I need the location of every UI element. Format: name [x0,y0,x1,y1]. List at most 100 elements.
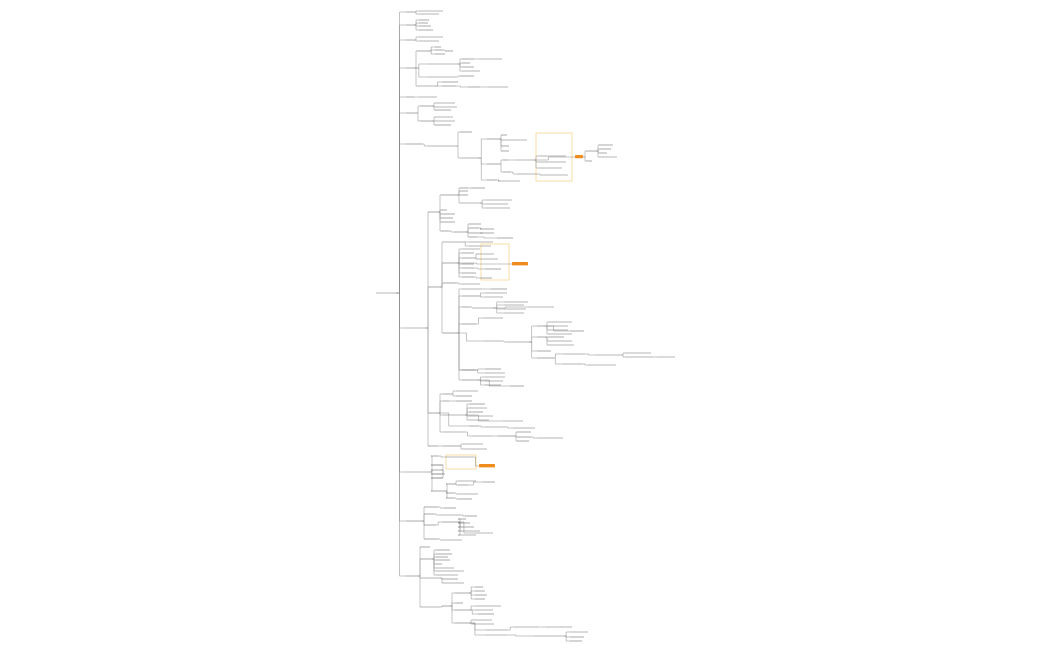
connector-a11c1 [418,547,421,577]
connector-a2c4 [414,24,419,31]
connector-a8c3d [438,412,469,427]
connector-a8c2d7 [457,332,462,371]
connector-a8c1b [438,209,441,213]
connector-a8c1a2 [457,190,460,196]
connector-a5 [396,96,406,294]
connector-a8c2d6b1 [545,321,548,327]
connector-a11c4a3a [469,605,475,611]
connector-a10c3a5 [458,521,461,536]
connector-a8c2d2a [478,292,485,297]
connector-a8c1 [426,212,429,329]
connector-a8c2d6b [529,325,537,343]
tag-background [479,464,495,468]
connector-a7t [534,156,575,161]
highlight-tag-3[interactable] [479,464,495,468]
connector-a8c3 [426,327,429,413]
connector-a8c2b [440,262,443,288]
connector-a8c2a2 [463,241,469,247]
tag-background [575,155,583,159]
connector-a8c2d6e2 [551,357,563,365]
connector-a6c1c [432,105,435,111]
connector-a8c3a2 [451,393,456,397]
connector-a11c4a [440,606,443,608]
connector-a7c1 [422,143,428,147]
connector-a4c3 [414,67,428,78]
connector-a11c4a4j [564,635,570,642]
connector-a7c1b2b1a [538,173,541,175]
connector-a4c1a [429,46,435,52]
connector-a8c3b [438,400,443,414]
connector-a9c3 [430,471,433,492]
connector-a10c4a [438,538,442,541]
connector-a8c2d3a2 [493,304,504,309]
connector-a7c1b1c [499,138,502,146]
connector-a8c2d2 [457,295,462,334]
connector-a8c1c [438,211,441,215]
connector-a8c2c1 [457,282,462,285]
connector-a7t1 [583,150,586,158]
connector-a7c1b2 [478,157,487,165]
connector-a8c1f [438,211,441,232]
connector-a8c1d [438,211,441,219]
connector-a7c1b1a [499,135,502,140]
connector-a11c2 [418,559,421,577]
connector-a11c4a1c [469,592,475,596]
connector-a10c1 [422,507,425,522]
connector-a7t2 [583,156,586,162]
connector-a2c1 [414,19,419,26]
connector-a8c2d6e1a [585,353,595,356]
connector-a8c2d6d [529,341,537,352]
connector-a8c2d6c2 [545,336,548,342]
connector-a8c1a4 [457,194,460,204]
connector-a8c2d4 [457,323,462,334]
connector-a8c2d8 [457,332,462,381]
highlight-tag-1[interactable] [575,155,583,159]
connector-a8c2b1 [457,248,462,264]
connector-a8c2b5a [474,267,485,270]
connector-a7t1d [596,150,599,158]
connector-a11c4a2 [450,602,455,607]
connector-a8c3c [438,412,443,416]
connector-a11c4a3c [469,609,478,615]
highlight-frame-2 [480,243,510,281]
connector-a8c3e3 [514,431,517,437]
connector-a8c4 [426,327,429,446]
connector-a10 [396,292,406,522]
connector-a10c3a4 [458,521,461,532]
connector-a1c2 [414,11,419,15]
connector-a4c2d [458,63,462,72]
connector-a8c2d3 [457,306,462,334]
connector-a4c4 [414,67,417,87]
connector-a11c4a1b [469,590,475,594]
connector-a4c3a [456,75,460,78]
connector-a11c4a1 [450,592,455,607]
connector-a8c1a [438,194,441,213]
connector-a8c2d6e [529,341,537,359]
connector-a8c1f1d [466,231,469,238]
connector-a11c3 [418,575,421,578]
connector-a8c2b7 [457,262,462,278]
connector-a8c2d [440,286,443,334]
connector-a10c4 [422,520,425,539]
connector-a4c1 [414,50,417,69]
connector-a8c2d6c [529,336,537,343]
connector-a9c3a [445,483,448,492]
connector-a8c2a [440,241,443,288]
connector-lines [396,10,657,642]
connector-a7c1b3 [478,157,487,181]
connector-a10c3a [436,521,442,526]
connector-a8c3d2 [505,426,513,429]
connector-a10c2a1 [461,514,465,517]
connector-a8c2d8d [478,379,510,387]
connector-a11c4 [418,575,421,607]
connector-a9c2b [431,469,444,475]
connector-a8c2b7a [474,276,480,279]
connector-a7t1a [596,144,599,152]
connector-a11c4a4f [469,622,486,636]
highlight-tag-2[interactable] [512,262,528,266]
connector-a4c4a [435,81,442,87]
connector-a8c2 [426,287,429,329]
connector-a7 [396,143,406,294]
connector-a10c1a [438,506,444,509]
